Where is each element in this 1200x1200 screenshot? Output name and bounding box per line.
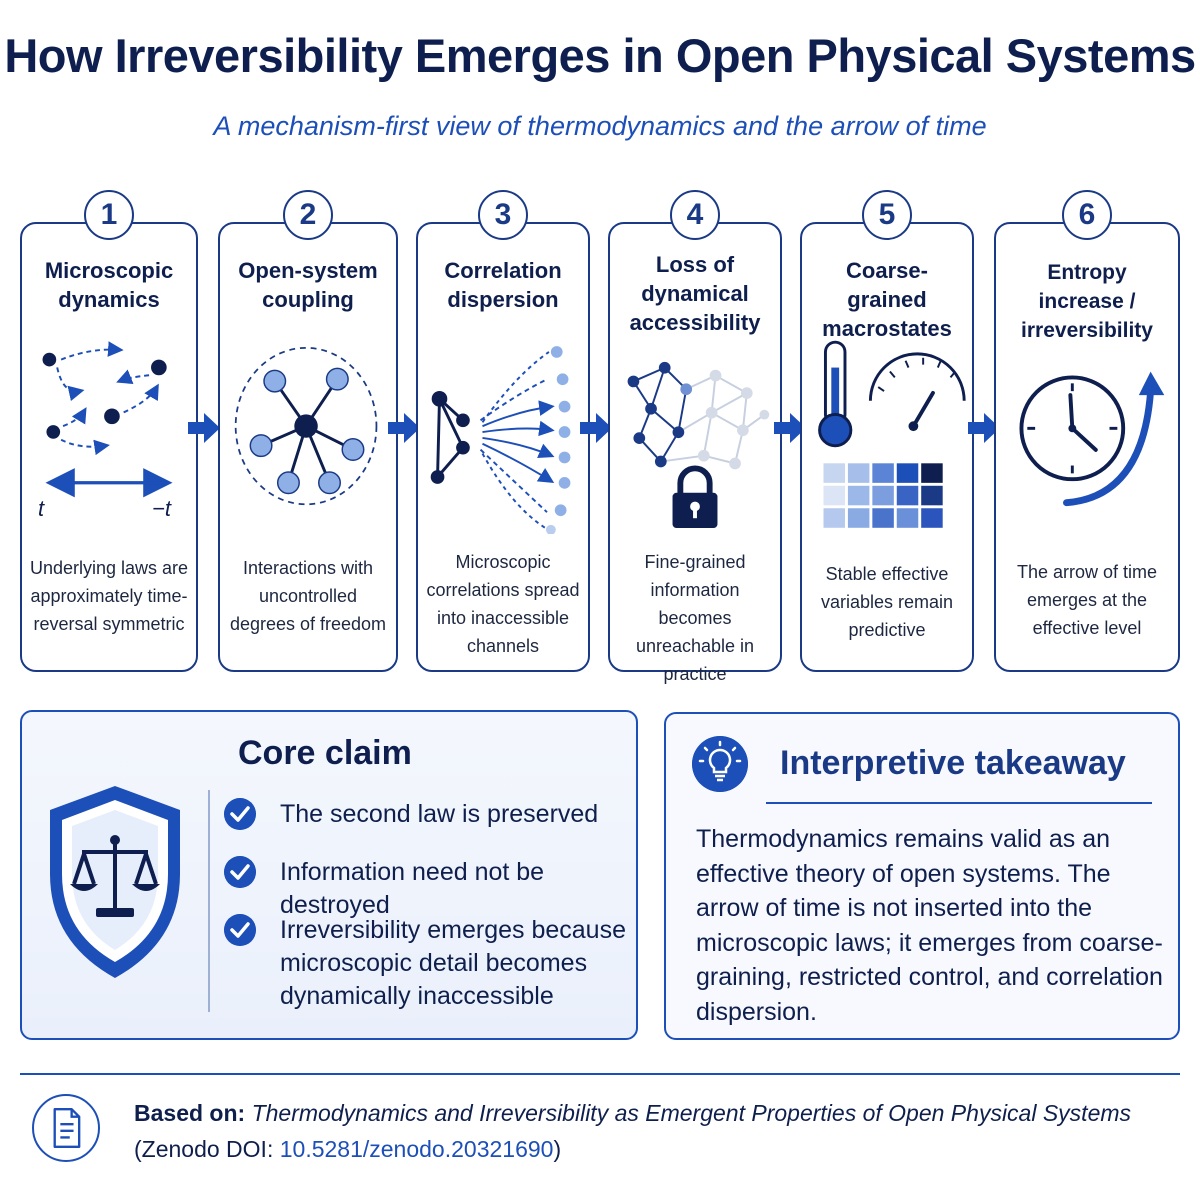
claim-text: Irreversibility emerges because microsco… <box>280 916 626 1010</box>
thermometer-gauge-grid-icon <box>818 340 966 528</box>
step-number: 5 <box>862 190 912 240</box>
flow-arrow-icon <box>388 413 420 443</box>
claim-item: The second law is preserved <box>224 798 640 831</box>
claim-text: Information need not be destroyed <box>280 858 545 919</box>
core-claim-divider <box>208 790 210 1012</box>
flow-arrow-icon <box>968 413 1000 443</box>
particles-time-reversal-icon <box>42 341 173 498</box>
flow-arrow-icon <box>774 413 806 443</box>
core-claim-title: Core claim <box>238 734 412 772</box>
step-number: 2 <box>283 190 333 240</box>
takeaway-title: Interpretive takeaway <box>780 744 1126 782</box>
check-icon <box>224 914 256 946</box>
lightbulb-icon <box>692 736 748 792</box>
step-number: 6 <box>1062 190 1112 240</box>
time-axis-label-t: t <box>38 496 45 521</box>
dispersion-fan-icon <box>430 346 571 534</box>
check-icon <box>224 798 256 830</box>
footer-citation: Based on: Thermodynamics and Irreversibi… <box>134 1100 1131 1127</box>
footer-reference: Thermodynamics and Irreversibility as Em… <box>251 1100 1132 1126</box>
locked-network-icon <box>627 361 770 528</box>
document-icon <box>32 1094 100 1162</box>
takeaway-text: Thermodynamics remains valid as an effec… <box>696 825 1163 1026</box>
claim-item: Information need not be destroyed <box>224 856 640 922</box>
footer-divider <box>20 1073 1180 1075</box>
core-claim-panel: Core claim The second law is preserved I… <box>20 710 638 1040</box>
clock-arrow-icon <box>1019 371 1165 507</box>
step-number: 4 <box>670 190 720 240</box>
step-number: 1 <box>84 190 134 240</box>
step-card-6: 6 Entropy increase /irreversibility The … <box>994 190 1180 672</box>
footer-doi-suffix: ) <box>553 1136 562 1162</box>
shield-scales-icon <box>50 786 180 978</box>
footer-doi-link[interactable]: 10.5281/zenodo.20321690 <box>279 1136 554 1162</box>
footer-doi-line: (Zenodo DOI: 10.5281/zenodo.20321690) <box>134 1136 561 1163</box>
footer-label: Based on: <box>134 1100 246 1126</box>
time-axis-label-minus-t: −t <box>152 496 171 521</box>
claim-text: The second law is preserved <box>280 800 599 828</box>
page-title: How Irreversibility Emerges in Open Phys… <box>4 29 1196 82</box>
page-subtitle: A mechanism-first view of thermodynamics… <box>213 111 987 141</box>
hub-network-icon <box>234 346 378 506</box>
flow-arrow-icon <box>188 413 220 443</box>
footer-doi-prefix: (Zenodo DOI: <box>134 1136 280 1162</box>
step-number: 3 <box>478 190 528 240</box>
claim-item: Irreversibility emerges because microsco… <box>224 914 640 1013</box>
check-icon <box>224 856 256 888</box>
flow-arrow-icon <box>580 413 612 443</box>
step-title: Entropy increase /irreversibility <box>1021 261 1153 342</box>
takeaway-panel: Interpretive takeaway Thermodynamics rem… <box>664 712 1180 1040</box>
takeaway-divider <box>766 802 1152 804</box>
